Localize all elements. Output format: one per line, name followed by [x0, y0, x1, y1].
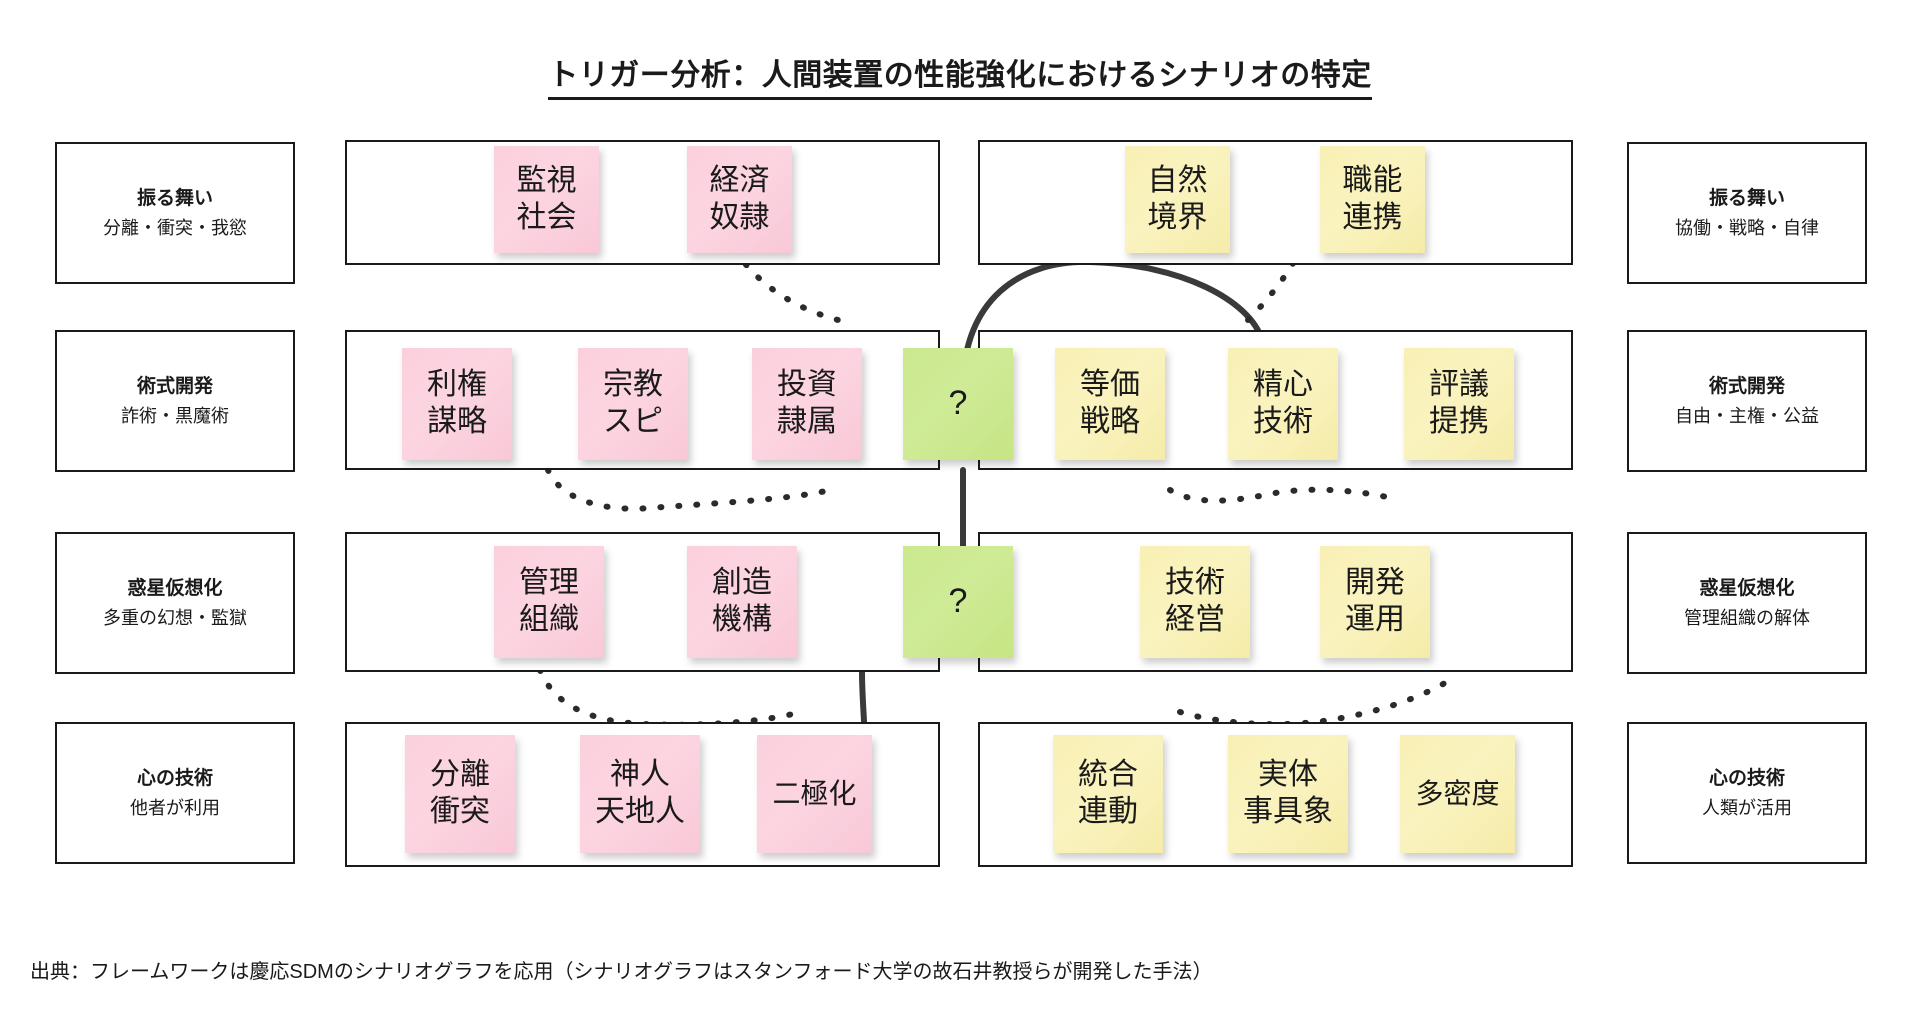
note-line: 隷属 [777, 405, 837, 438]
right-label-technique-heading: 術式開発 [1708, 376, 1785, 398]
note-line: 多密度 [1415, 777, 1500, 809]
note-shinjin-tenchijin[interactable]: 神人 天地人 [580, 735, 700, 853]
note-line: 創造 [712, 566, 772, 600]
note-keizai-dorei[interactable]: 経済 奴隷 [687, 146, 792, 253]
right-label-technique: 術式開発 自由・主権・公益 [1627, 330, 1867, 472]
row-band-right-1 [978, 140, 1573, 265]
right-label-technique-sub: 自由・主権・公益 [1675, 405, 1819, 426]
right-label-planet-sub: 管理組織の解体 [1684, 607, 1810, 628]
note-line: 衝突 [430, 795, 490, 828]
note-line: スピ [603, 405, 663, 438]
note-line: 社会 [516, 200, 577, 234]
note-line: 提携 [1429, 405, 1489, 438]
note-line: 天地人 [595, 795, 685, 828]
note-tougou-rendou[interactable]: 統合 連動 [1053, 735, 1163, 853]
row-band-left-1 [345, 140, 940, 265]
note-shizen-kyoukai[interactable]: 自然 境界 [1125, 146, 1230, 253]
note-line: 奴隷 [709, 200, 770, 234]
note-question-technique[interactable]: ? [903, 348, 1013, 460]
right-label-behavior: 振る舞い 協働・戦略・自律 [1627, 142, 1867, 284]
left-label-behavior-sub: 分離・衝突・我慾 [103, 217, 247, 238]
note-line: 経営 [1165, 603, 1225, 636]
left-label-planet: 惑星仮想化 多重の幻想・監獄 [55, 532, 295, 674]
note-bunri-shoutotsu[interactable]: 分離 衝突 [405, 735, 515, 853]
note-shukyo-supi[interactable]: 宗教 スピ [578, 348, 688, 460]
right-label-mind: 心の技術 人類が活用 [1627, 722, 1867, 864]
note-line: 自然 [1147, 163, 1208, 197]
row-band-left-3 [345, 532, 940, 672]
note-line: 開発 [1345, 566, 1405, 600]
note-line: 投資 [777, 368, 837, 402]
note-jittai-jigushou[interactable]: 実体 事具象 [1228, 735, 1348, 853]
source-note: 出典：フレームワークは慶応SDMのシナリオグラフを応用（シナリオグラフはスタンフ… [30, 961, 1213, 983]
left-label-planet-sub: 多重の幻想・監獄 [103, 607, 247, 628]
note-question-planet[interactable]: ? [903, 546, 1013, 658]
left-label-behavior: 振る舞い 分離・衝突・我慾 [55, 142, 295, 284]
note-seishin-gijutsu[interactable]: 精心 技術 [1228, 348, 1338, 460]
note-tamitsudo[interactable]: 多密度 [1400, 735, 1515, 853]
left-label-technique: 術式開発 詐術・黒魔術 [55, 330, 295, 472]
note-line: 境界 [1147, 200, 1208, 234]
note-kanri-soshiki[interactable]: 管理 組織 [494, 546, 604, 658]
note-touka-senryaku[interactable]: 等価 戦略 [1055, 348, 1165, 460]
row-band-right-3 [978, 532, 1573, 672]
note-line: 宗教 [603, 368, 663, 402]
right-label-mind-heading: 心の技術 [1708, 768, 1785, 790]
note-line: 組織 [519, 603, 579, 636]
note-line: 謀略 [427, 405, 487, 438]
note-line: 等価 [1080, 368, 1140, 402]
left-label-planet-heading: 惑星仮想化 [127, 578, 223, 600]
right-label-behavior-sub: 協働・戦略・自律 [1675, 217, 1819, 238]
note-line: 管理 [519, 566, 579, 600]
note-line: 連携 [1342, 200, 1403, 234]
note-hyougi-teikei[interactable]: 評議 提携 [1404, 348, 1514, 460]
note-line: ? [948, 384, 968, 423]
left-label-behavior-heading: 振る舞い [136, 188, 213, 210]
page-title: トリガー分析：人間装置の性能強化におけるシナリオの特定 [0, 50, 1920, 100]
note-line: 戦略 [1080, 405, 1140, 438]
left-label-mind-sub: 他者が利用 [130, 797, 220, 818]
note-line: 精心 [1253, 368, 1313, 402]
note-souzou-kikou[interactable]: 創造 機構 [687, 546, 797, 658]
note-line: 監視 [516, 163, 577, 197]
note-line: 神人 [610, 758, 670, 792]
note-kanshi-shakai[interactable]: 監視 社会 [494, 146, 599, 253]
note-line: ? [948, 582, 968, 621]
right-label-planet: 惑星仮想化 管理組織の解体 [1627, 532, 1867, 674]
note-line: 分離 [430, 758, 490, 792]
note-line: 経済 [709, 163, 770, 197]
note-line: 運用 [1345, 603, 1405, 636]
note-line: 二極化 [772, 777, 857, 809]
note-riken-bouryaku[interactable]: 利権 謀略 [402, 348, 512, 460]
note-line: 技術 [1165, 566, 1225, 600]
note-line: 機構 [712, 603, 772, 636]
right-label-mind-sub: 人類が活用 [1702, 797, 1792, 818]
note-line: 利権 [427, 368, 487, 402]
note-nikyokuka[interactable]: 二極化 [757, 735, 872, 853]
page-title-text: トリガー分析：人間装置の性能強化におけるシナリオの特定 [548, 59, 1372, 100]
note-line: 連動 [1078, 795, 1138, 828]
note-line: 職能 [1342, 163, 1403, 197]
note-toushi-reizoku[interactable]: 投資 隷属 [752, 348, 862, 460]
left-label-technique-sub: 詐術・黒魔術 [121, 405, 229, 426]
note-line: 事具象 [1243, 795, 1333, 828]
left-label-technique-heading: 術式開発 [136, 376, 213, 398]
note-gijutsu-keiei[interactable]: 技術 経営 [1140, 546, 1250, 658]
right-label-planet-heading: 惑星仮想化 [1699, 578, 1795, 600]
note-line: 技術 [1253, 405, 1313, 438]
note-kaihatsu-unyou[interactable]: 開発 運用 [1320, 546, 1430, 658]
note-line: 実体 [1258, 758, 1318, 792]
left-label-mind-heading: 心の技術 [136, 768, 213, 790]
right-label-behavior-heading: 振る舞い [1708, 188, 1785, 210]
note-line: 統合 [1078, 758, 1138, 792]
note-shokunou-renkei[interactable]: 職能 連携 [1320, 146, 1425, 253]
left-label-mind: 心の技術 他者が利用 [55, 722, 295, 864]
note-line: 評議 [1429, 368, 1489, 402]
